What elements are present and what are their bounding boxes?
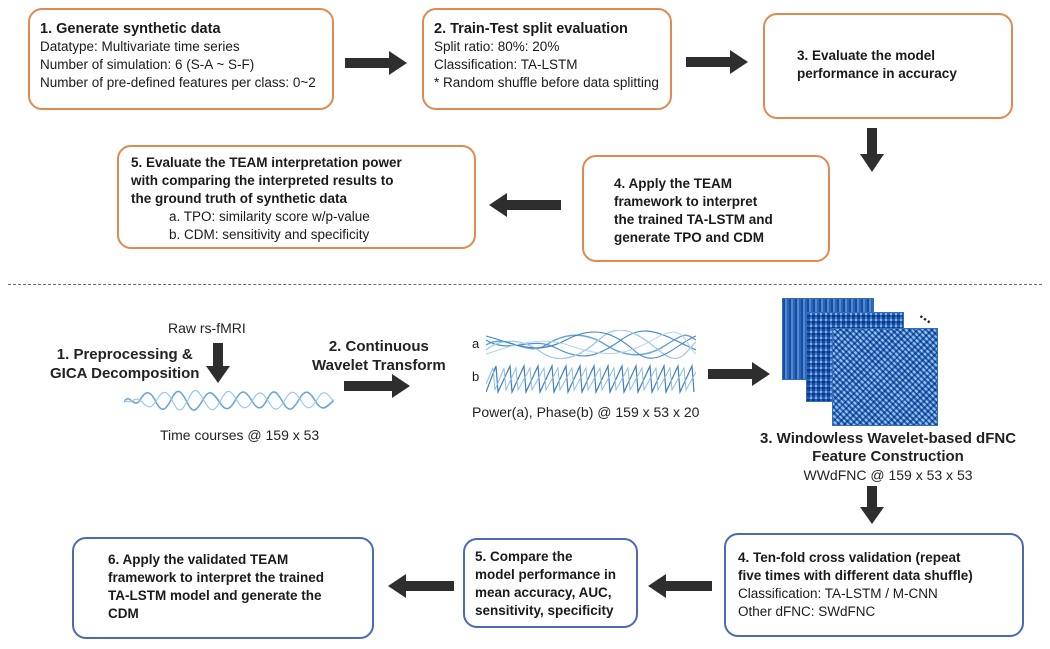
bottom-box-4-line-1: Classification: TA-LSTM / M-CNN: [738, 586, 938, 601]
power-waveform: [486, 330, 696, 360]
top-box-2-line-3: * Random shuffle before data splitting: [434, 75, 659, 90]
arrow-down-icon: [860, 486, 884, 524]
wave-a-label: a: [472, 336, 480, 351]
bottom-box-6-title-4: CDM: [108, 606, 139, 621]
step-2-line-2: Wavelet Transform: [312, 357, 446, 374]
raw-rs-fmri-label: Raw rs-fMRI: [168, 320, 246, 336]
step-1-label: 1. Preprocessing & GICA Decomposition: [50, 345, 199, 383]
step-3-sub: WWdFNC @ 159 x 53 x 53: [803, 467, 973, 483]
dfnc-matrix-stack: [782, 298, 942, 428]
phase-waveform: [486, 364, 696, 394]
arrow-right-icon: [708, 362, 770, 386]
arrow-right-icon: [344, 374, 410, 398]
top-box-3-title-1: 3. Evaluate the model: [797, 48, 936, 63]
arrow-down-icon: [860, 128, 884, 172]
step-1-line-1: 1. Preprocessing &: [56, 346, 193, 363]
top-box-1-title: 1. Generate synthetic data: [40, 21, 221, 37]
top-box-4-title-3: the trained TA-LSTM and: [614, 212, 773, 227]
bottom-box-6: 6. Apply the validated TEAM framework to…: [72, 537, 374, 639]
step-3-line-1: 3. Windowless Wavelet-based dFNC: [760, 430, 1017, 447]
top-box-5-title-2: with comparing the interpreted results t…: [131, 173, 394, 188]
bottom-box-6-title-1: 6. Apply the validated TEAM: [108, 552, 289, 567]
bottom-box-4: 4. Ten-fold cross validation (repeat fiv…: [724, 533, 1024, 637]
top-box-2-line-2: Classification: TA-LSTM: [434, 57, 578, 72]
step-1-line-2: GICA Decomposition: [50, 365, 200, 382]
time-courses-label: Time courses @ 159 x 53: [160, 427, 320, 443]
top-box-3-title-2: performance in accuracy: [797, 66, 957, 81]
arrow-left-icon: [489, 193, 561, 217]
bottom-box-4-title-2: five times with different data shuffle): [738, 568, 973, 583]
top-box-5-sub-a: a. TPO: similarity score w/p-value: [169, 209, 370, 224]
bottom-box-6-title-3: TA-LSTM model and generate the: [108, 588, 322, 603]
section-divider: [8, 284, 1042, 285]
top-box-1: 1. Generate synthetic data Datatype: Mul…: [28, 8, 334, 110]
step-2-label: 2. Continuous Wavelet Transform: [312, 337, 446, 375]
bottom-box-5: 5. Compare the model performance in mean…: [463, 538, 638, 628]
bottom-box-4-line-2: Other dFNC: SWdFNC: [738, 604, 876, 619]
top-box-3: 3. Evaluate the model performance in acc…: [763, 13, 1013, 119]
wave-b-label: b: [472, 369, 480, 384]
step-3-line-2: Feature Construction: [812, 448, 964, 465]
step-2-line-1: 2. Continuous: [328, 338, 429, 355]
top-box-1-line-2: Number of simulation: 6 (S-A ~ S-F): [40, 57, 255, 72]
dfnc-matrix: [832, 328, 938, 426]
step-3-label: 3. Windowless Wavelet-based dFNC Feature…: [760, 430, 1016, 484]
top-box-2: 2. Train-Test split evaluation Split rat…: [422, 8, 672, 110]
top-box-1-line-3: Number of pre-defined features per class…: [40, 75, 316, 90]
top-box-5-title-3: the ground truth of synthetic data: [131, 191, 347, 206]
power-phase-label: Power(a), Phase(b) @ 159 x 53 x 20: [472, 404, 700, 420]
top-box-4-title-1: 4. Apply the TEAM: [614, 176, 733, 191]
top-box-1-line-1: Datatype: Multivariate time series: [40, 39, 240, 54]
arrow-left-icon: [388, 574, 454, 598]
top-box-2-line-1: Split ratio: 80%: 20%: [434, 39, 560, 54]
top-box-5-title-1: 5. Evaluate the TEAM interpretation powe…: [131, 155, 402, 170]
top-box-5-sub-b: b. CDM: sensitivity and specificity: [169, 227, 370, 242]
arrow-right-icon: [686, 50, 748, 74]
bottom-box-5-title-2: model performance in: [475, 567, 617, 582]
time-course-waveform: [124, 390, 334, 411]
bottom-box-4-title-1: 4. Ten-fold cross validation (repeat: [738, 550, 961, 565]
top-box-4: 4. Apply the TEAM framework to interpret…: [582, 155, 830, 262]
bottom-box-6-title-2: framework to interpret the trained: [108, 570, 325, 585]
bottom-box-5-title-4: sensitivity, specificity: [475, 603, 614, 618]
arrow-right-icon: [345, 51, 407, 75]
arrow-left-icon: [648, 574, 712, 598]
top-box-4-title-2: framework to interpret: [614, 194, 758, 209]
top-box-2-title: 2. Train-Test split evaluation: [434, 21, 628, 37]
bottom-box-5-title-3: mean accuracy, AUC,: [475, 585, 612, 600]
top-box-5: 5. Evaluate the TEAM interpretation powe…: [117, 145, 476, 249]
bottom-box-5-title-1: 5. Compare the: [475, 549, 573, 564]
arrow-down-icon: [206, 343, 230, 383]
top-box-4-title-4: generate TPO and CDM: [614, 230, 765, 245]
